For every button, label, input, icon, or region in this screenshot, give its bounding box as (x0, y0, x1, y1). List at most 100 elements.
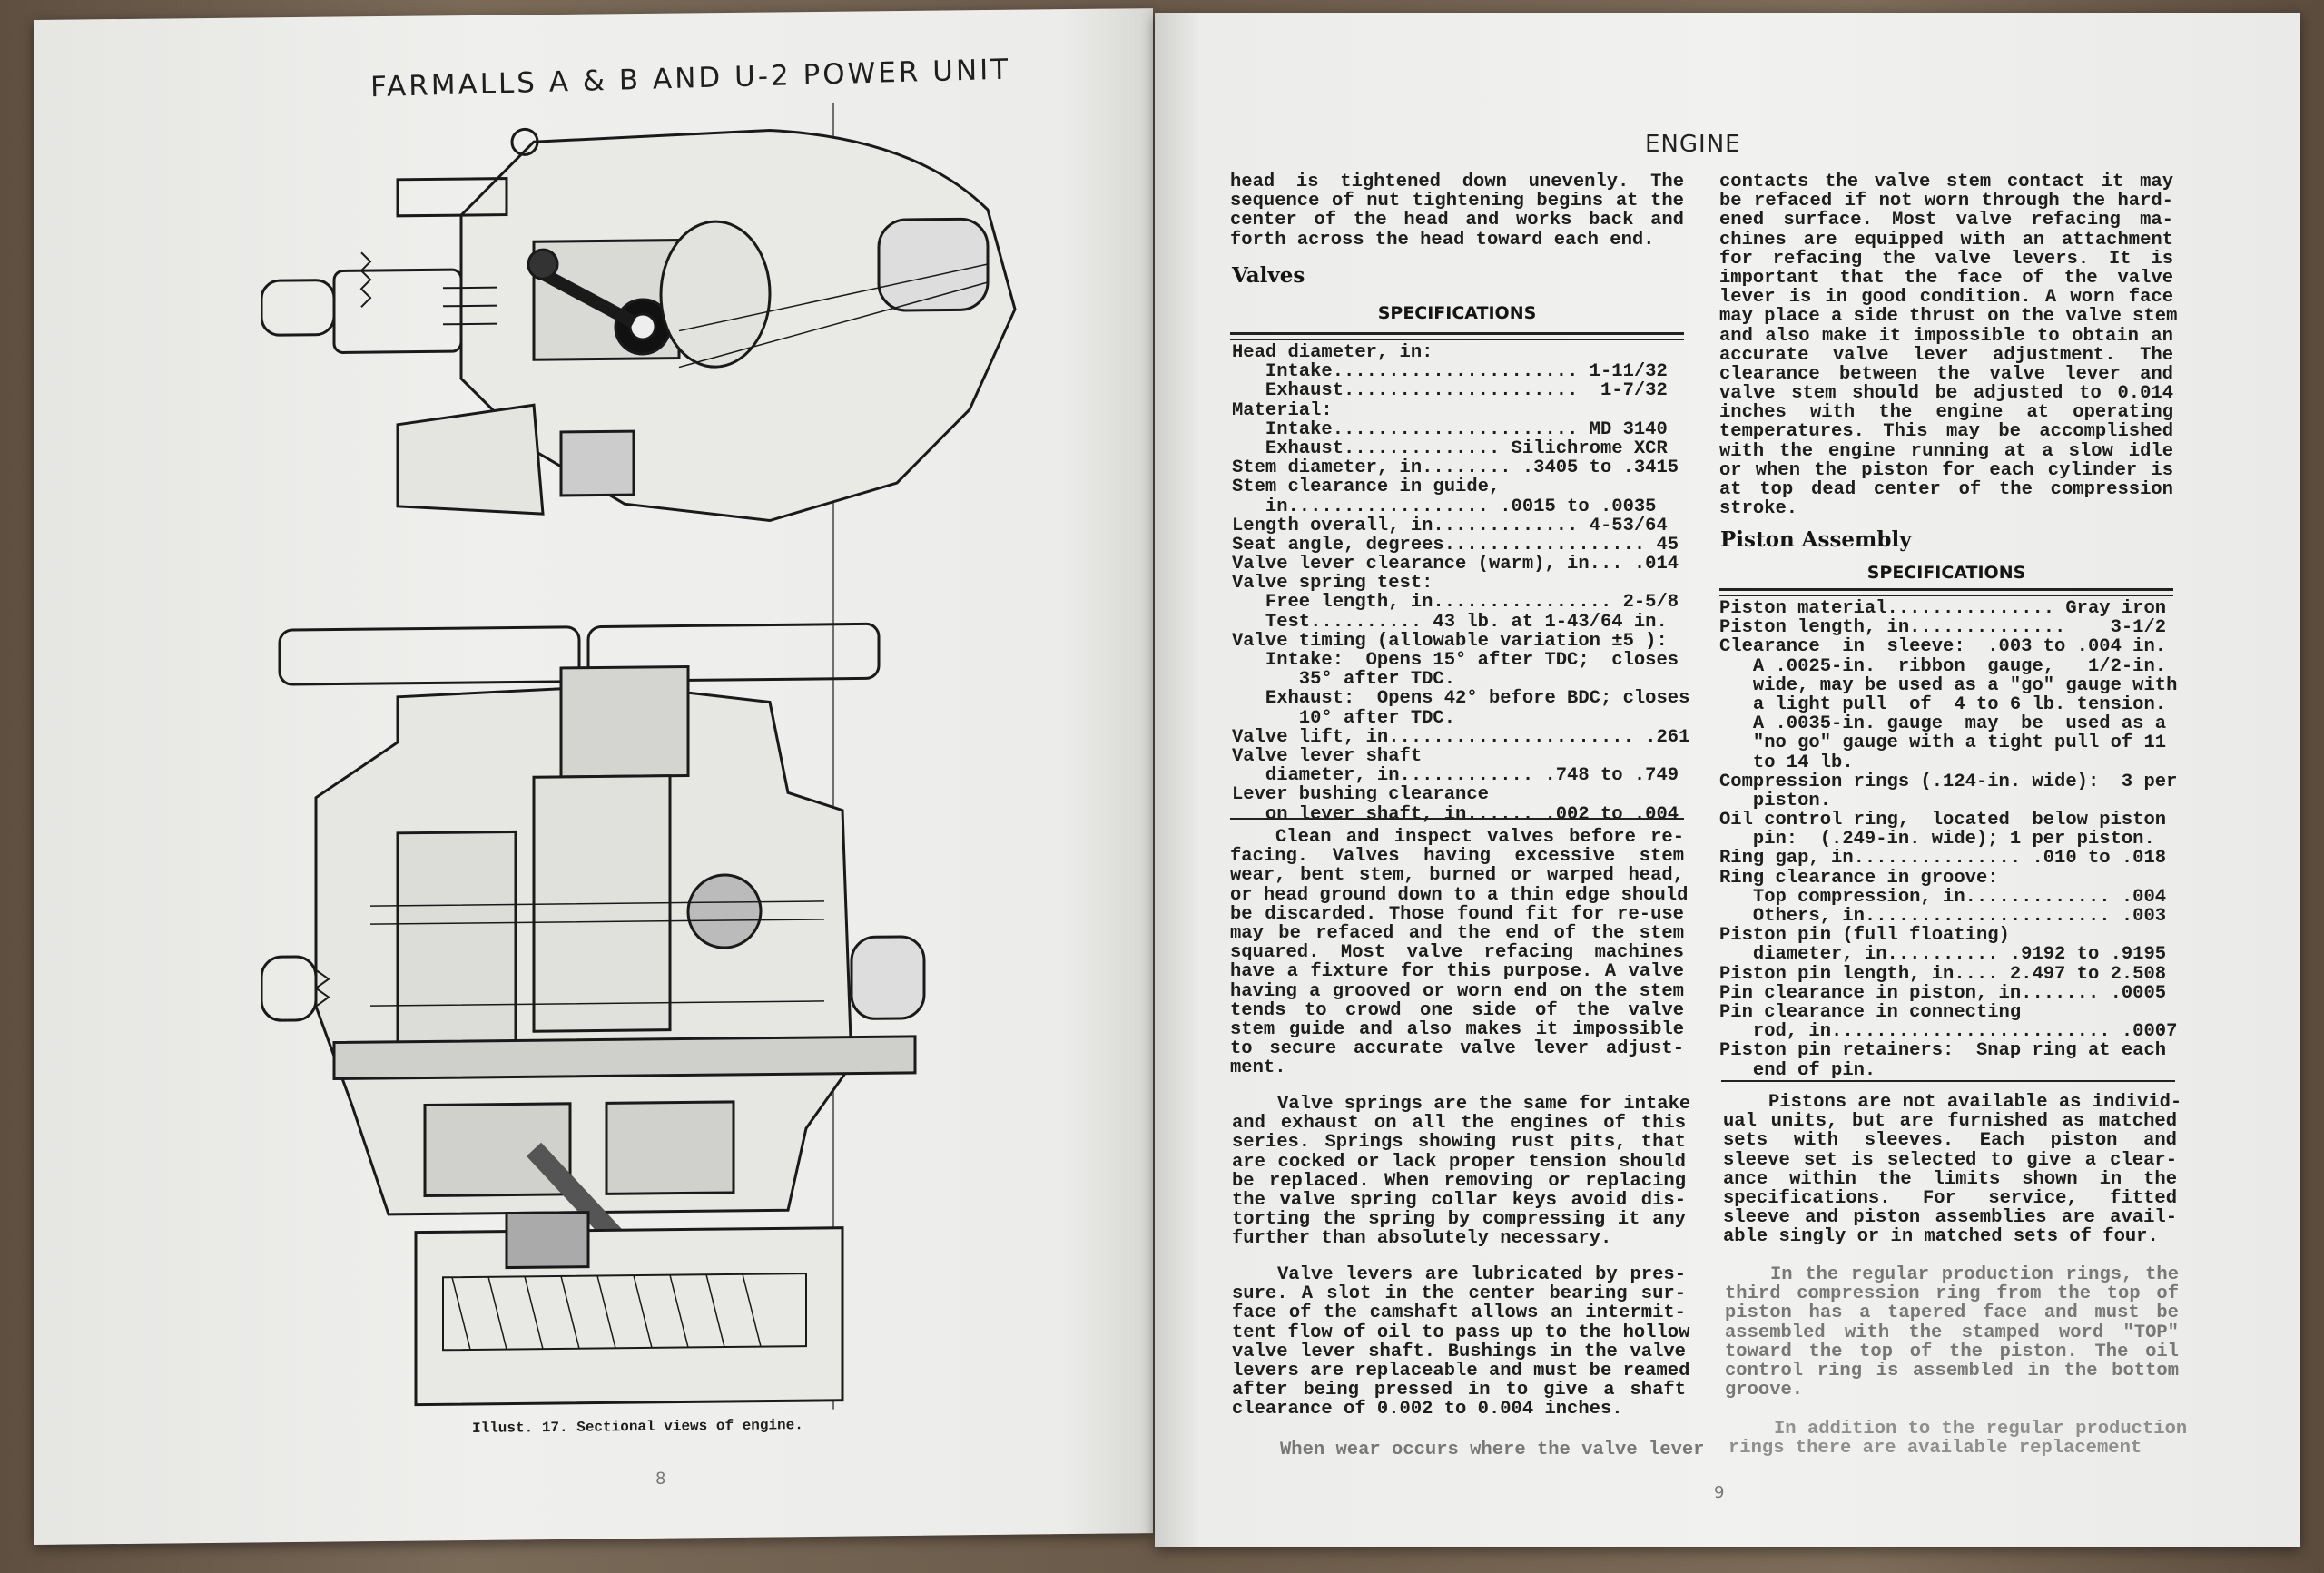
spec-line: Valve lever clearance (warm), in... .014 (1232, 554, 1679, 575)
divider (1230, 332, 1684, 340)
text-line: the valve spring collar keys avoid dis- (1232, 1189, 1686, 1211)
spec-line: Test.......... 43 lb. at 1-43/64 in. (1232, 611, 1668, 633)
figure-caption: Illust. 17. Sectional views of engine. (472, 1417, 803, 1437)
spec-line: Valve lift, in...................... .26… (1232, 726, 1690, 748)
spec-line: Piston length, in.............. 3-1/2 (1719, 617, 2167, 639)
text-line: sequence of nut tightening begins at the (1230, 191, 1684, 212)
text-line: Valve springs are the same for intake (1277, 1094, 1691, 1115)
spec-line: Pin clearance in piston, in....... .0005 (1719, 982, 2167, 1004)
text-line: ual units, but are furnished as matched (1723, 1111, 2177, 1133)
spec-line: Compression rings (.124-in. wide): 3 per (1719, 771, 2178, 792)
spec-line: Exhaust: Opens 42° before BDC; closes (1232, 688, 1690, 710)
spec-line: diameter, in.......... .9192 to .9195 (1719, 944, 2167, 966)
text-line: valve lever shaft. Bushings in the valve (1232, 1341, 1686, 1362)
spec-line: Oil control ring, located below piston (1719, 810, 2167, 831)
text-line: Valve levers are lubricated by pres- (1277, 1264, 1686, 1285)
divider (1230, 818, 1684, 820)
page-number: 8 (655, 1469, 666, 1489)
spec-line: piston. (1719, 790, 1832, 811)
text-line: are cocked or lack proper tension should (1232, 1151, 1686, 1173)
text-line: wear, bent stem, burned or warped head, (1230, 865, 1684, 887)
spec-line: A .0025-in. ribbon gauge, 1/2-in. (1719, 655, 2167, 677)
spec-line: Valve spring test: (1232, 573, 1433, 595)
text-line: piston has a tapered face and must be (1725, 1303, 2179, 1324)
spec-line: Head diameter, in: (1232, 342, 1433, 363)
text-line: Pistons are not available as individ- (1768, 1092, 2182, 1113)
spec-line: Valve timing (allowable variation ±5 ): (1232, 630, 1668, 652)
spec-line: contacts the valve stem contact it may (1719, 172, 2173, 192)
text-line: control ring is assembled in the bottom (1725, 1360, 2179, 1381)
spec-line: 35° after TDC. (1232, 669, 1456, 691)
text-line: ment. (1230, 1057, 1286, 1079)
text-line: toward the top of the piston. The oil (1725, 1341, 2179, 1362)
text-line: facing. Valves having excessive stem (1230, 846, 1684, 868)
divider (1719, 588, 2173, 596)
text-line: sure. A slot in the center bearing sur- (1232, 1283, 1686, 1305)
text-line: specifications. For service, fitted (1723, 1187, 2177, 1209)
spec-line: Others, in...................... .003 (1719, 906, 2167, 927)
text-line: Clean and inspect valves before re- (1275, 827, 1684, 848)
text-line: ance within the limits shown in the (1723, 1168, 2177, 1190)
spec-line: wide, may be used as a "go" gauge with (1719, 674, 2178, 696)
spec-line: Intake: Opens 15° after TDC; closes (1232, 650, 1679, 671)
spec-line: Lever bushing clearance (1232, 784, 1489, 806)
spec-line: rod, in......................... .0007 (1719, 1021, 2178, 1043)
paragraph-pistons-availability: Pistons are not available as individ-ual… (1723, 1092, 2182, 1247)
spec-line: important that the face of the valve (1719, 267, 2173, 289)
spec-line: Clearance in sleeve: .003 to .004 in. (1719, 636, 2167, 658)
spec-line: 10° after TDC. (1232, 707, 1456, 729)
spec-line: end of pin. (1719, 1059, 1876, 1081)
text-line: forth across the head toward each end. (1230, 229, 1655, 251)
text-line: be replaced. When removing or replacing (1232, 1170, 1686, 1192)
text-line: When wear occurs where the valve lever (1280, 1440, 1705, 1460)
spec-line: be refaced if not worn through the hard- (1719, 191, 2173, 212)
text-line: be discarded. Those found fit for re-use (1230, 903, 1684, 925)
spec-line: Piston material............... Gray iron (1719, 598, 2167, 619)
spec-line: a light pull of 4 to 6 lb. tension. (1719, 693, 2167, 715)
text-line: series. Springs showing rust pits, that (1232, 1132, 1686, 1154)
text-line: further than absolutely necessary. (1232, 1228, 1612, 1250)
spec-line: in.................. .0015 to .0035 (1232, 496, 1657, 517)
text-line: third compression ring from the top of (1725, 1283, 2179, 1305)
paragraph-clean-valves: Clean and inspect valves before re-facin… (1230, 827, 1688, 1079)
text-line: may be refaced and the end of the stem (1230, 922, 1684, 944)
text-line: sleeve set is selected to give a clear- (1723, 1149, 2177, 1171)
spec-line: Stem diameter, in........ .3405 to .3415 (1232, 457, 1679, 479)
spec-line: Piston pin length, in.... 2.497 to 2.508 (1719, 963, 2167, 985)
spec-line: Pin clearance in connecting (1719, 1001, 2022, 1023)
spec-line: Stem clearance in guide, (1232, 477, 1501, 498)
spec-line: Exhaust..................... 1-7/32 (1232, 380, 1668, 402)
spec-line: on lever shaft, in...... .002 to .004 (1232, 803, 1679, 825)
spec-line: Piston pin (full floating) (1719, 925, 2010, 947)
piston-assembly-heading: Piston Assembly (1720, 527, 1912, 552)
valves-specifications-title: SPECIFICATIONS (1377, 303, 1537, 323)
text-line: assembled with the stamped word "TOP" (1725, 1322, 2179, 1343)
spec-line: ened surface. Most valve refacing ma- (1719, 210, 2173, 231)
spec-line: A .0035-in. gauge may be used as a (1719, 713, 2167, 735)
spec-line: temperatures. This may be accomplished (1719, 421, 2173, 443)
spec-line: stroke. (1719, 498, 1798, 520)
piston-specifications-title: SPECIFICATIONS (1866, 563, 2026, 583)
text-line: and exhaust on all the engines of this (1232, 1113, 1686, 1135)
spec-line: diameter, in............ .748 to .749 (1232, 765, 1679, 787)
left-page: FARMALLS A & B AND U-2 POWER UNIT (34, 8, 1153, 1546)
spec-line: with the engine running at a slow idle (1719, 440, 2173, 462)
text-line: tends to crowd one side of the valve (1230, 999, 1684, 1021)
text-line: In the regular production rings, the (1770, 1264, 2179, 1285)
text-line: center of the head and works back and (1230, 210, 1684, 231)
spec-line: Length overall, in............. 4-53/64 (1232, 515, 1668, 536)
spec-line: may place a side thrust on the valve ste… (1719, 306, 2178, 328)
text-line: torting the spring by compressing it any (1232, 1209, 1686, 1231)
valves-heading: Valves (1232, 263, 1305, 288)
spec-line: to 14 lb. (1719, 752, 1854, 773)
text-line: having a grooved or worn end on the stem (1230, 980, 1684, 1002)
text-line: sleeve and piston assemblies are avail- (1723, 1207, 2177, 1229)
spec-line: chines are equipped with an attachment (1719, 229, 2173, 251)
text-line: tent flow of oil to pass up to the hollo… (1232, 1322, 1690, 1343)
intro-paragraph: head is tightened down unevenly. The seq… (1230, 172, 1684, 250)
spec-line: at top dead center of the compression (1719, 479, 2173, 500)
section-heading: ENGINE (1645, 131, 1741, 158)
